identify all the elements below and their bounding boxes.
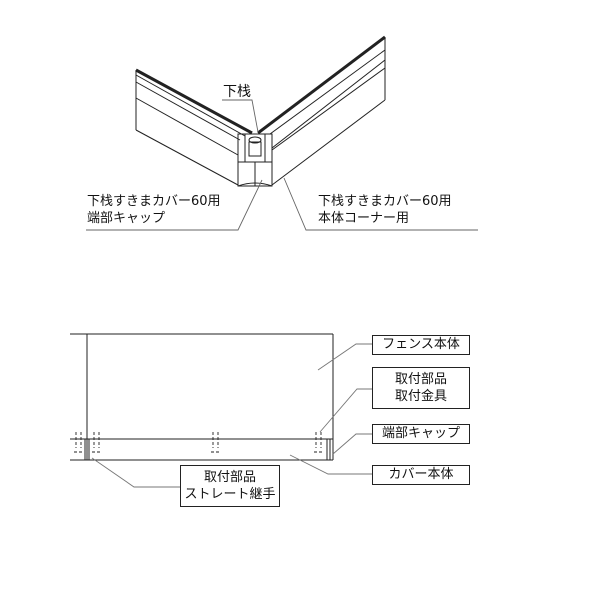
fence-elevation-drawing	[70, 333, 334, 461]
callout-straight-joint-line2: ストレート継手	[184, 487, 276, 502]
callout-mount-bracket: 取付部品 取付金具	[372, 367, 470, 409]
callout-mount-bracket-line1: 取付部品	[394, 372, 447, 387]
corner-isometric-drawing	[135, 35, 386, 187]
label-corner-line1: 下栈すきまカバー60用	[318, 194, 452, 209]
callout-cover-body-text: カバー本体	[388, 467, 454, 482]
callout-fence-body: フェンス本体	[372, 335, 470, 355]
callout-end-cap: 端部キャップ	[372, 424, 470, 444]
label-lower-rail: 下栈	[223, 84, 251, 100]
callout-cover-body: カバー本体	[372, 465, 470, 485]
bottom-leader-lines	[91, 343, 372, 488]
label-end-cap-line1: 下栈すきまカバー60用	[87, 194, 221, 209]
callout-fence-body-text: フェンス本体	[382, 337, 460, 352]
callout-mount-bracket-line2: 取付金具	[394, 389, 447, 404]
callout-straight-joint: 取付部品 ストレート継手	[180, 465, 280, 507]
callout-straight-joint-line1: 取付部品	[203, 470, 256, 485]
label-corner-line2: 本体コーナー用	[318, 211, 410, 226]
label-end-cap-line2: 端部キャップ	[87, 211, 166, 226]
callout-end-cap-text: 端部キャップ	[381, 426, 460, 441]
top-leader-lines	[86, 99, 478, 231]
bracket-marks	[74, 432, 322, 453]
